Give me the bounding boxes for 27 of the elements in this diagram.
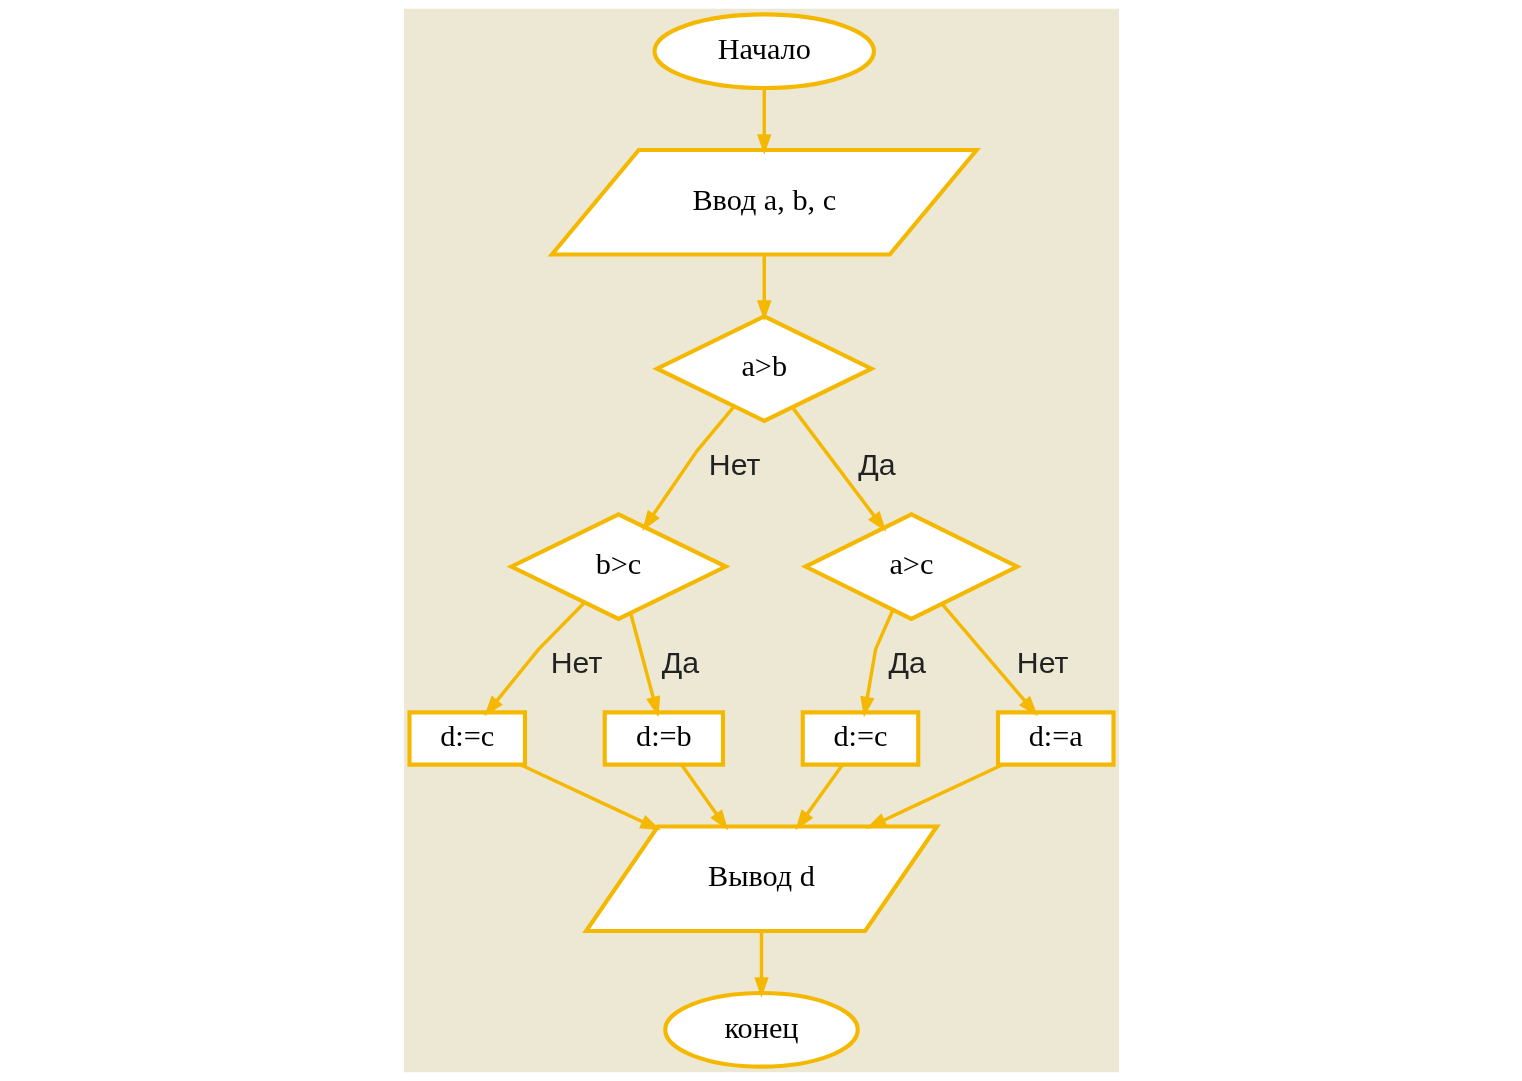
edge-label: Нет [1016, 646, 1068, 680]
node-ellipse: конец [662, 991, 860, 1069]
arrow [628, 612, 660, 718]
edge-label: Да [888, 646, 926, 680]
arrow [756, 88, 771, 155]
arrow [940, 602, 1038, 717]
edge-label: Да [857, 448, 896, 482]
arrow [641, 405, 735, 531]
node-diamond: a>b [651, 314, 876, 424]
node-box: d:=b [602, 710, 725, 767]
node-box: d:=c [406, 710, 527, 767]
arrow [756, 254, 771, 322]
node-box: d:=c [800, 710, 920, 767]
edge-label: Нет [550, 646, 602, 680]
edge-label: Нет [708, 448, 760, 482]
edge-label: Да [661, 646, 699, 680]
node-ellipse: Начало [651, 12, 876, 90]
arrow [519, 763, 661, 831]
arrow [859, 609, 894, 718]
node-box: d:=a [995, 710, 1116, 767]
arrow [483, 601, 586, 717]
arrow [753, 931, 769, 998]
arrow [865, 763, 1003, 829]
arrow [794, 764, 844, 831]
arrow [679, 764, 728, 831]
node-diamond: b>c [506, 512, 730, 622]
arrow [790, 406, 886, 532]
